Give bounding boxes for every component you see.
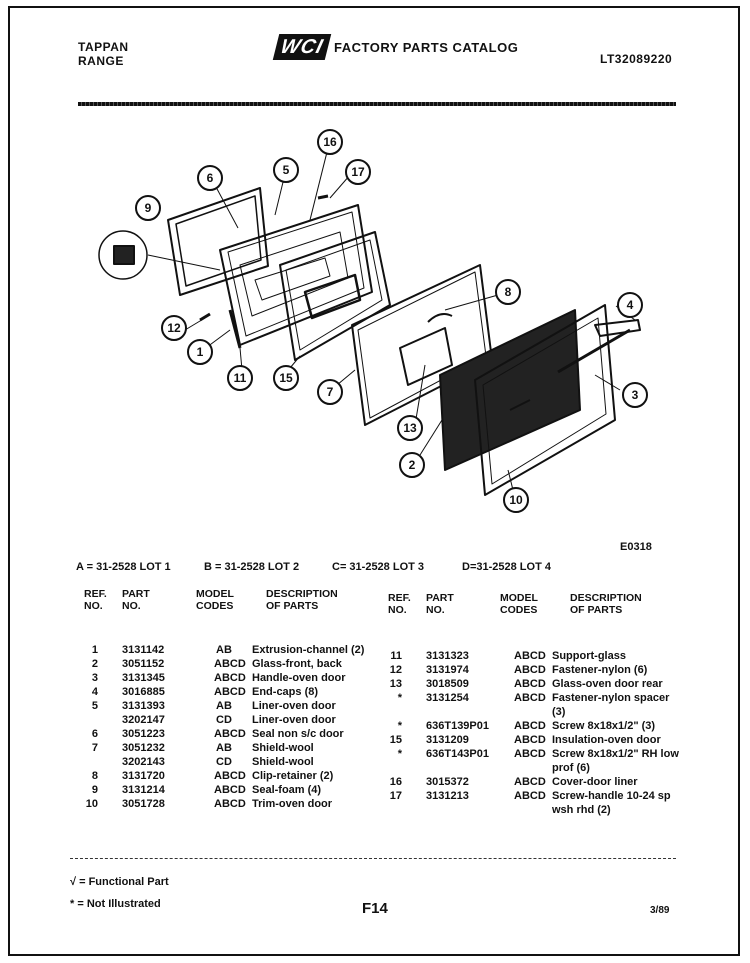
catalog-header: WCI FACTORY PARTS CATALOG — [272, 34, 519, 60]
lot-c: C= 31-2528 LOT 3 — [332, 561, 425, 573]
callout-4: 4 — [617, 292, 643, 318]
svg-text:15: 15 — [279, 371, 293, 385]
ref-header: REF. NO. — [84, 588, 107, 612]
part-header: PART NO. — [122, 588, 150, 612]
ref-header: REF. NO. — [388, 592, 411, 616]
callout-3: 3 — [622, 382, 648, 408]
oven-door-liner-part — [219, 204, 373, 346]
callout-15: 15 — [273, 365, 299, 391]
footer-divider — [70, 858, 676, 859]
desc-header: DESCRIPTION OF PARTS — [266, 588, 338, 612]
seal-foam-part — [113, 245, 135, 265]
svg-text:3: 3 — [632, 388, 639, 402]
catalog-title: FACTORY PARTS CATALOG — [334, 39, 519, 55]
svg-text:10: 10 — [509, 493, 523, 507]
svg-text:5: 5 — [283, 163, 290, 177]
callout-8: 8 — [495, 279, 521, 305]
revision-date: 3/89 — [650, 905, 670, 916]
callout-2: 2 — [399, 452, 425, 478]
callout-5: 5 — [273, 157, 299, 183]
header-rule — [78, 102, 676, 106]
page-number: F14 — [362, 900, 388, 917]
svg-text:2: 2 — [409, 458, 416, 472]
not-illustrated-note: * = Not Illustrated — [70, 898, 161, 910]
part-header: PART NO. — [426, 592, 454, 616]
callout-16: 16 — [317, 129, 343, 155]
table-row: wsh rhd (2) — [552, 804, 611, 816]
functional-part-note: √ = Functional Part — [70, 876, 169, 888]
screw-part — [317, 194, 329, 200]
svg-text:4: 4 — [627, 298, 634, 312]
svg-text:16: 16 — [323, 135, 337, 149]
brand-block: TAPPAN RANGE — [78, 40, 129, 68]
svg-text:6: 6 — [207, 171, 214, 185]
callout-10: 10 — [503, 487, 529, 513]
lot-b: B = 31-2528 LOT 2 — [204, 561, 300, 573]
svg-text:8: 8 — [505, 285, 512, 299]
diagram-code: E0318 — [620, 541, 652, 553]
support-glass-part — [228, 309, 242, 349]
svg-text:12: 12 — [167, 321, 181, 335]
page-border — [8, 6, 740, 956]
callout-1: 1 — [187, 339, 213, 365]
lot-a: A = 31-2528 LOT 1 — [76, 561, 171, 573]
shield-wool-part — [439, 309, 581, 471]
detail-circle — [98, 230, 148, 280]
seal-gasket-part — [167, 187, 269, 296]
model-header: MODEL CODES — [196, 588, 234, 612]
model-header: MODEL CODES — [500, 592, 538, 616]
catalog-number: LT32089220 — [600, 52, 673, 66]
callout-13: 13 — [397, 415, 423, 441]
desc-header: DESCRIPTION OF PARTS — [570, 592, 642, 616]
table-row: (3) — [552, 706, 566, 718]
svg-text:7: 7 — [327, 385, 334, 399]
product-type: RANGE — [78, 54, 124, 68]
lot-d: D=31-2528 LOT 4 — [462, 561, 551, 573]
svg-text:9: 9 — [145, 201, 152, 215]
svg-text:13: 13 — [403, 421, 417, 435]
svg-text:17: 17 — [351, 165, 365, 179]
callout-17: 17 — [345, 159, 371, 185]
svg-text:11: 11 — [234, 371, 247, 385]
brand-name: TAPPAN — [78, 40, 129, 54]
inner-door-part — [279, 231, 391, 361]
callout-6: 6 — [197, 165, 223, 191]
exploded-parts-diagram: 9 6 5 16 17 8 4 3 12 1 11 15 7 13 2 10 — [98, 129, 648, 513]
callout-9: 9 — [135, 195, 161, 221]
wci-logo: WCI — [272, 34, 332, 60]
table-row: prof (6) — [552, 762, 590, 774]
svg-text:1: 1 — [197, 345, 204, 359]
trim-oven-door-part — [474, 304, 616, 496]
callout-11: 11 — [227, 365, 253, 391]
callout-12: 12 — [161, 315, 187, 341]
callout-7: 7 — [317, 379, 343, 405]
door-handle-part — [557, 319, 641, 374]
fastener-part — [199, 312, 211, 322]
